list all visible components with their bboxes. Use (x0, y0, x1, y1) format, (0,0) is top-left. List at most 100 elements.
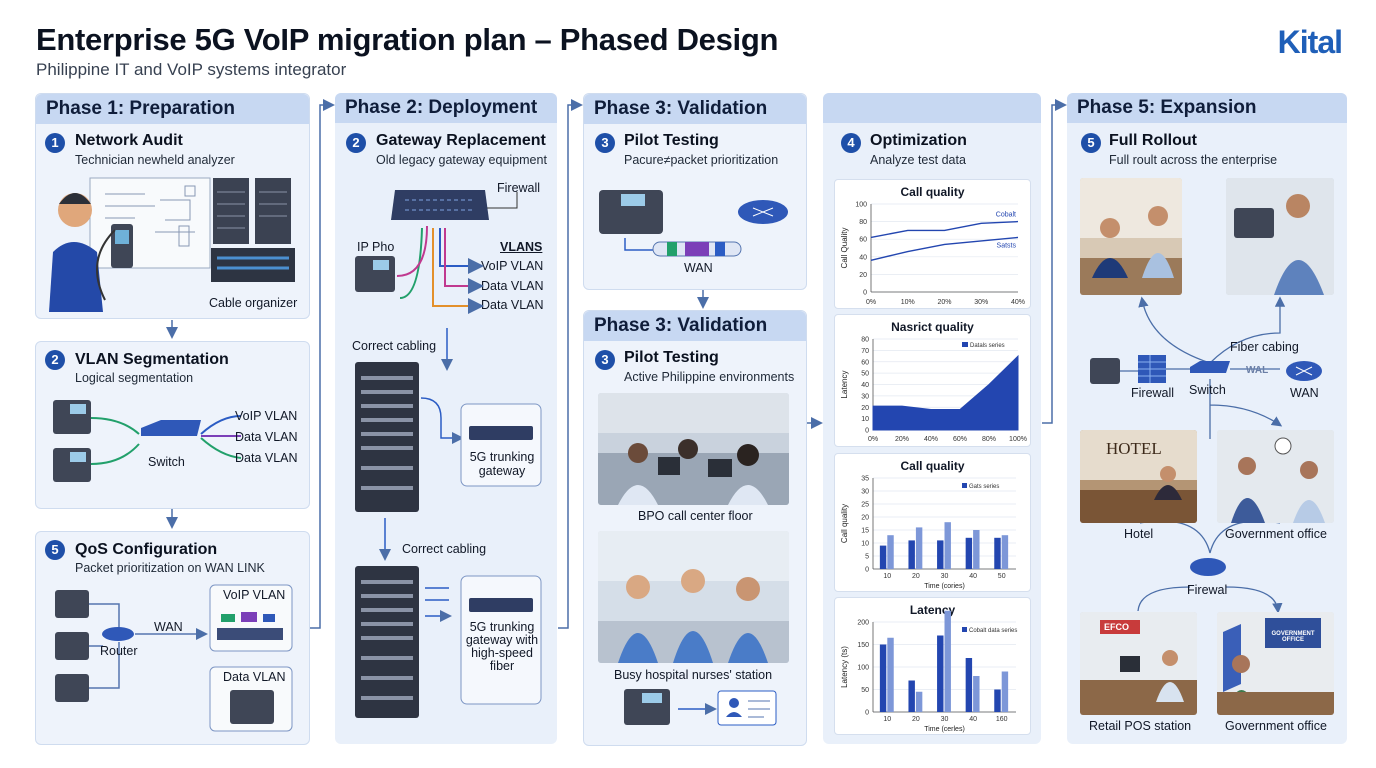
step-number: 3 (595, 133, 615, 153)
y-tick-label: 0 (863, 290, 867, 297)
legend-label: Datals series (970, 343, 1005, 349)
bar (879, 644, 887, 712)
y-tick-label: 150 (857, 642, 869, 649)
call-center-caption: BPO call center floor (638, 509, 753, 523)
bar (887, 637, 894, 712)
x-tick-label: 160 (996, 716, 1008, 723)
qos-diagram (55, 584, 293, 732)
y-tick-label: 0 (865, 428, 869, 435)
bar (1001, 535, 1009, 569)
office-photo-2 (1226, 178, 1334, 295)
phase5-heading: Phase 5: Expansion (1067, 93, 1347, 123)
government-office-photo-2: GOVERNMENT OFFICE (1217, 612, 1334, 715)
step-number: 4 (841, 133, 861, 153)
x-tick-label: 100% (1009, 436, 1027, 443)
router-label: Router (100, 644, 138, 658)
y-tick-label: 10 (861, 416, 869, 423)
data-vlan-label: Data VLAN (235, 430, 298, 444)
x-tick-label: 40% (1011, 299, 1025, 306)
step-number: 3 (595, 350, 615, 370)
phase3a-heading: Phase 3: Validation (584, 94, 806, 124)
retail-caption: Retail POS station (1089, 719, 1192, 733)
voip-vlan-label: VoIP VLAN (481, 259, 544, 273)
phone-to-profile-icon (624, 689, 777, 726)
y-tick-label: 30 (861, 393, 869, 400)
y-tick-label: 100 (857, 665, 869, 672)
step-number: 2 (346, 133, 366, 153)
y-tick-label: 5 (865, 554, 869, 561)
step-number: 5 (45, 540, 65, 560)
y-tick-label: 80 (859, 219, 867, 226)
x-axis-label: Time (cerles) (924, 726, 965, 733)
network-audit-subtitle: Technician newheld analyzer (75, 153, 235, 167)
full-rollout-title: Full Rollout (1109, 132, 1197, 149)
data-vlan-label: Data VLAN (235, 451, 298, 465)
x-tick-label: 40% (924, 436, 938, 443)
bar (915, 691, 923, 712)
call-center-photo (598, 393, 789, 505)
firewall-label: Firewall (1131, 386, 1175, 400)
bar (973, 676, 980, 712)
wal-label: WAL (1246, 365, 1269, 376)
x-tick-label: 30 (941, 716, 949, 723)
data-vlan-label: Data VLAN (481, 298, 544, 312)
x-tick-label: 30% (974, 299, 988, 306)
deployment-diagram (355, 190, 542, 718)
government-office-caption: Government office (1225, 719, 1327, 733)
x-tick-label: 80% (982, 436, 996, 443)
x-tick-label: 0% (866, 299, 876, 306)
government-office-photo-1 (1217, 430, 1334, 523)
y-tick-label: 0 (865, 710, 869, 717)
fiber-cabling-label: Fiber cabing (1230, 340, 1299, 354)
phase1-heading: Phase 1: Preparation (36, 94, 309, 124)
chart-title: Call quality (900, 185, 965, 199)
bar (1001, 671, 1009, 712)
ip-phone-label: IP Pho (357, 240, 395, 254)
step-number: 1 (45, 133, 65, 153)
gateway-replacement-title: Gateway Replacement (376, 132, 546, 149)
x-tick-label: 20 (912, 573, 920, 580)
data-vlan-label: Data VLAN (481, 279, 544, 293)
pilot-testing-subtitle: Pacure≠packet prioritization (624, 153, 779, 167)
x-tick-label: 10 (883, 573, 891, 580)
y-tick-label: 20 (859, 272, 867, 279)
wan-label: WAN (684, 261, 713, 275)
bar (887, 535, 894, 569)
optimization-subtitle: Analyze test data (870, 153, 966, 167)
y-tick-label: 20 (861, 405, 869, 412)
bar (944, 522, 951, 569)
page-title: Enterprise 5G VoIP migration plan – Phas… (36, 22, 779, 57)
x-axis-label: Time (cories) (924, 583, 965, 590)
bar (879, 545, 887, 569)
government-sign: GOVERNMENT OFFICE (1271, 631, 1315, 643)
firewall-label: Firewall (497, 181, 541, 195)
y-tick-label: 20 (861, 515, 869, 522)
correct-cabling-label: Correct cabling (402, 542, 487, 556)
x-tick-label: 20% (895, 436, 909, 443)
y-tick-label: 0 (865, 567, 869, 574)
y-tick-label: 100 (855, 202, 867, 209)
gateway-label: 5G trunking gateway (469, 450, 535, 478)
hotel-sign: HOTEL (1106, 439, 1162, 458)
phase4-heading (823, 93, 1041, 123)
legend-swatch (962, 627, 967, 632)
hotel-photo: HOTEL (1080, 430, 1197, 523)
bar (908, 540, 915, 569)
pilot-testing-title: Pilot Testing (624, 349, 719, 366)
bar (937, 635, 944, 712)
correct-cabling-label: Correct cabling (352, 339, 437, 353)
wan-label: WAN (154, 620, 183, 634)
y-tick-label: 40 (859, 254, 867, 261)
vlan-segmentation-subtitle: Logical segmentation (75, 371, 194, 385)
voip-vlan-label: VoIP VLAN (235, 409, 298, 423)
step-number: 5 (1081, 133, 1101, 153)
chart-title: Latency (909, 603, 956, 617)
data-vlan-label: Data VLAN (223, 670, 286, 684)
y-tick-label: 50 (861, 687, 869, 694)
x-tick-label: 0% (868, 436, 878, 443)
x-tick-label: 20 (912, 716, 920, 723)
hospital-caption: Busy hospital nurses' station (614, 668, 773, 682)
y-tick-label: 70 (861, 348, 869, 355)
